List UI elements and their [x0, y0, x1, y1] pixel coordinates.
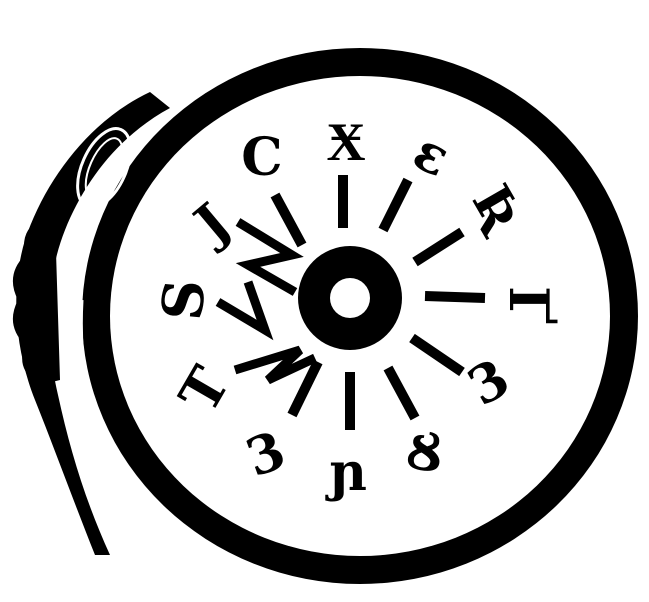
center-hub	[298, 246, 402, 350]
glyph-bottom: ɲ	[325, 442, 367, 503]
glyph-left: S	[149, 277, 218, 323]
glyph-right: Ґ	[497, 286, 561, 324]
glyph-top: Ӿ	[327, 109, 366, 173]
glyph-top-left: C	[241, 127, 282, 188]
spoke-right	[425, 296, 485, 298]
